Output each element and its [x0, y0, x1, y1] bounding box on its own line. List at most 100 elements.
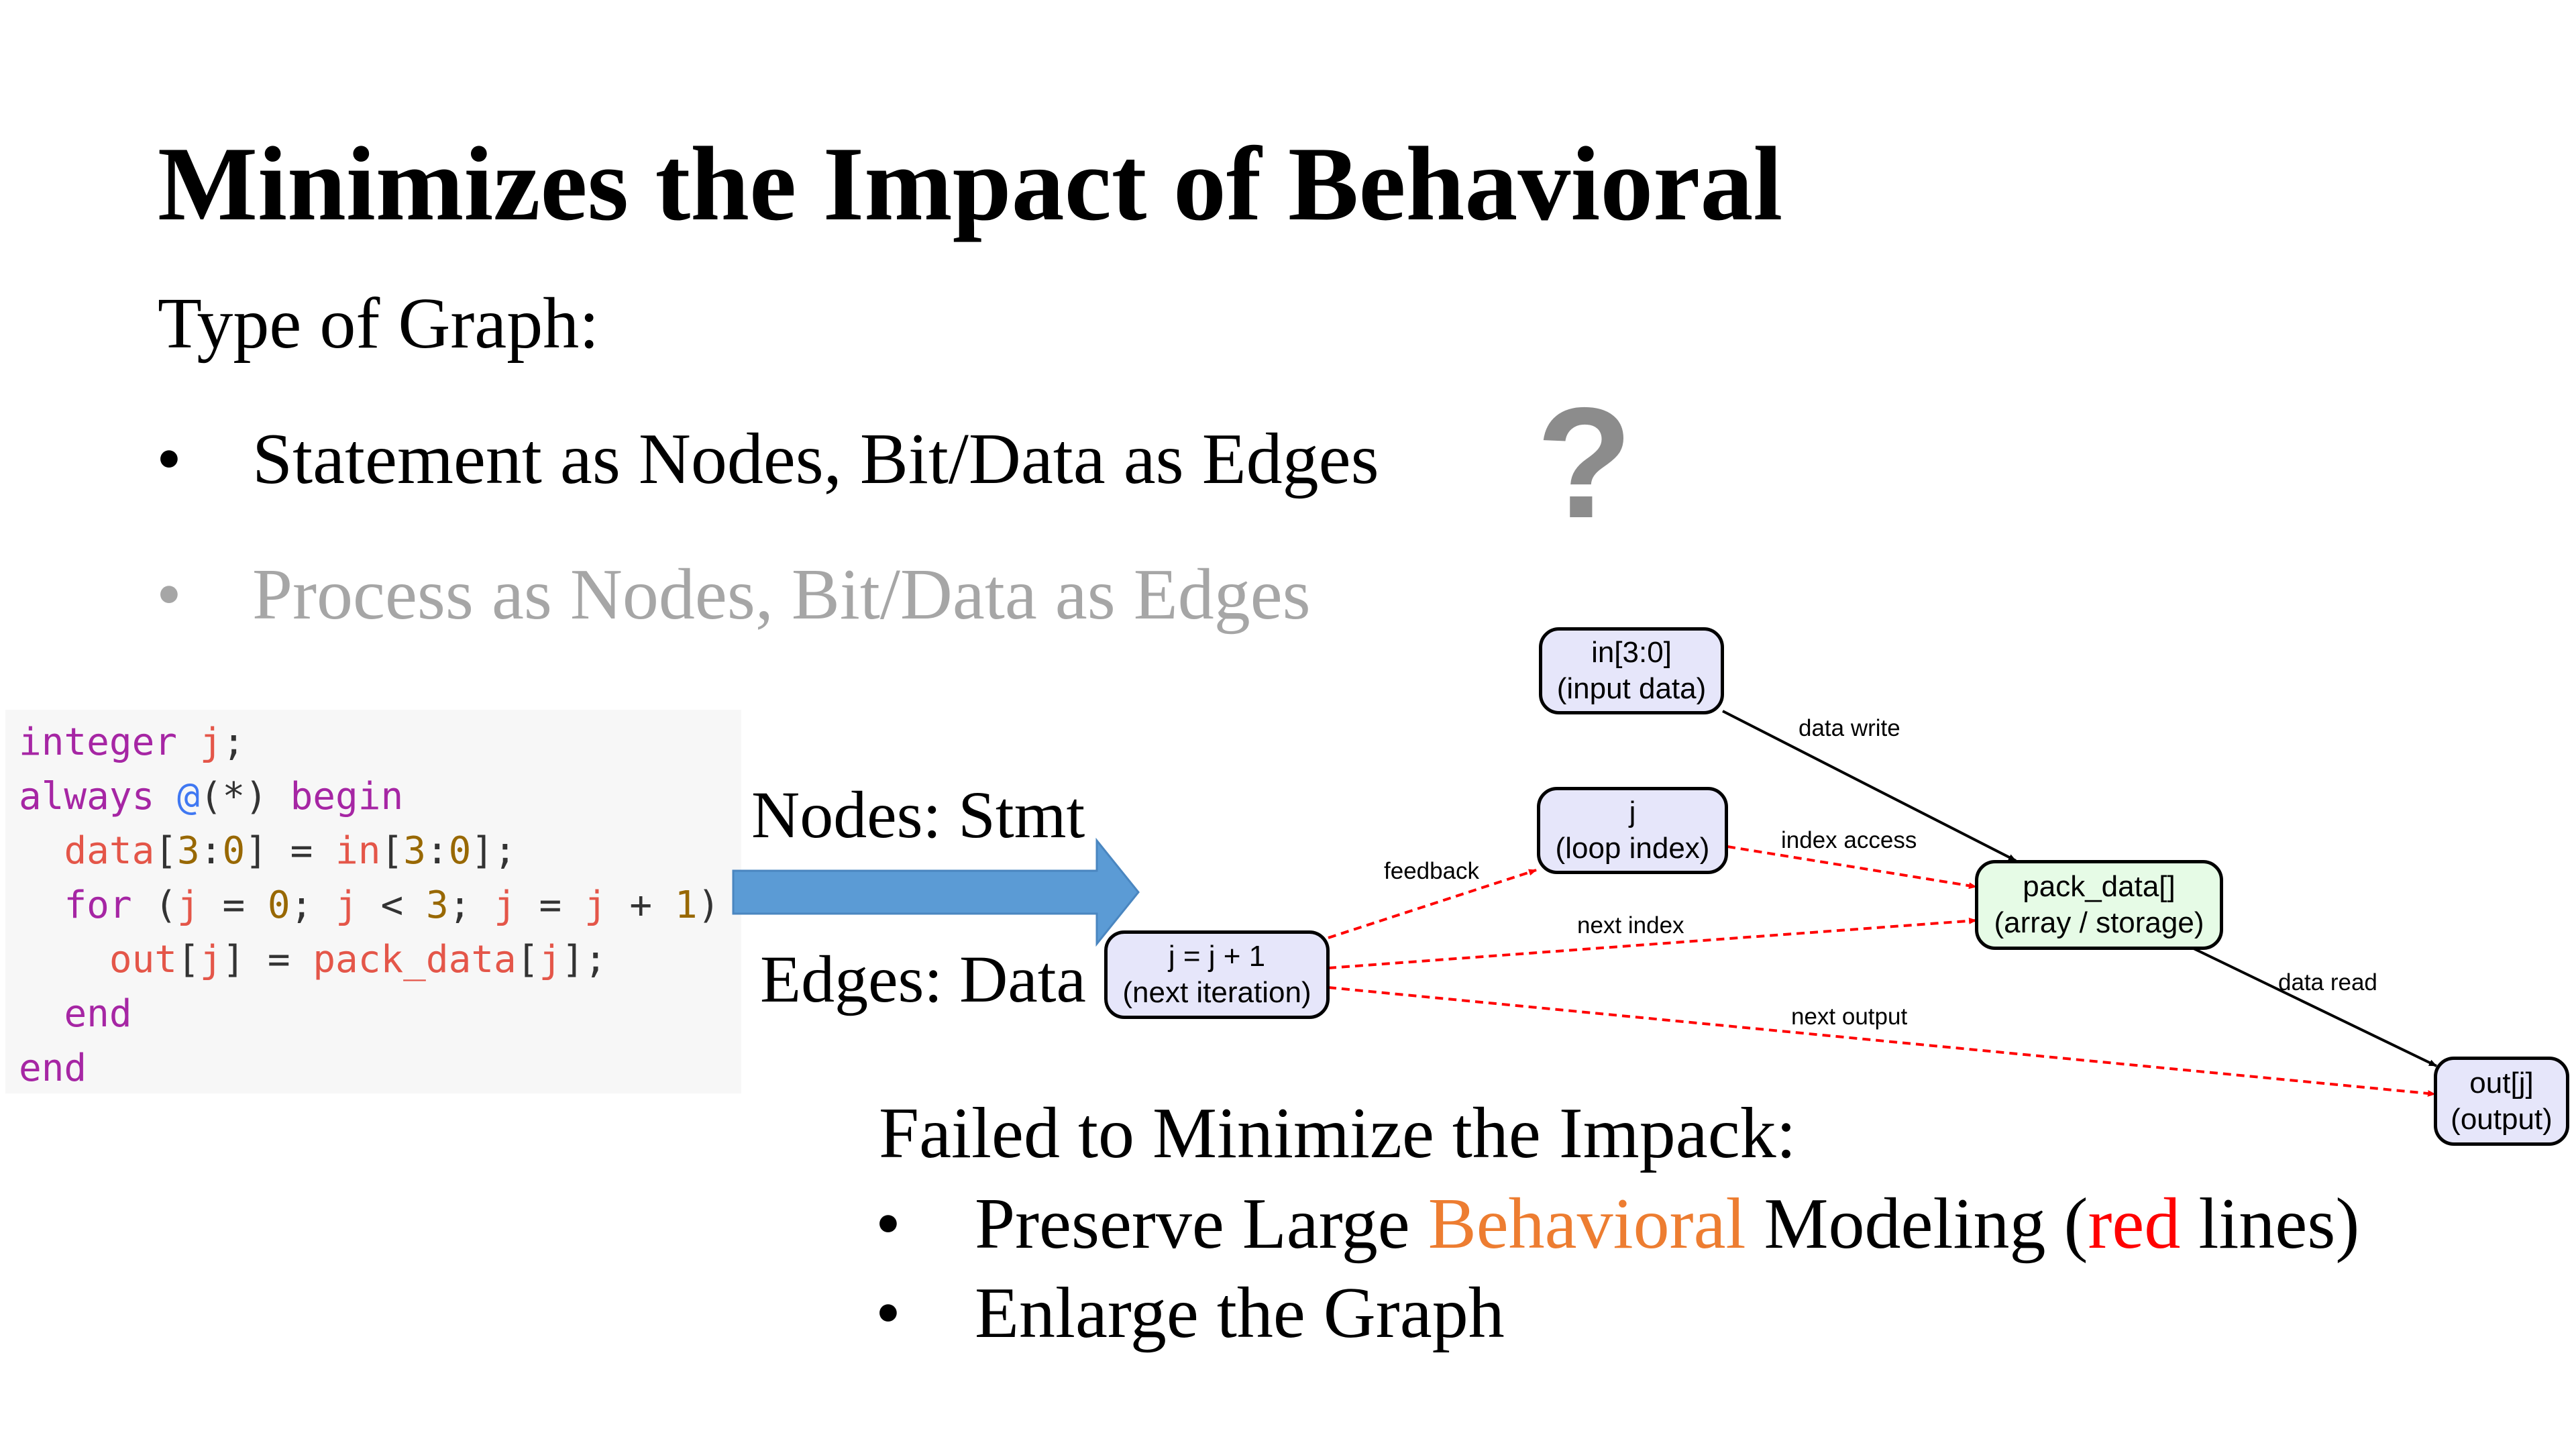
code-token: end [19, 1046, 87, 1090]
edge-data-write [1722, 710, 2017, 862]
text-segment: Modeling ( [1746, 1184, 2088, 1264]
slide-title: Minimizes the Impact of Behavioral [158, 125, 1783, 243]
bullet-text: Process as Nodes, Bit/Data as Edges [252, 555, 1311, 635]
code-token: j [199, 720, 223, 764]
code-token: @ [177, 775, 200, 818]
question-mark-icon: ? [1536, 374, 1633, 551]
code-token: ) [697, 883, 720, 927]
code-token: j [335, 883, 358, 927]
code-token: : [199, 829, 223, 873]
edge-label-next-index: next index [1577, 912, 1684, 938]
node-pack-desc: (array / storage) [1994, 906, 2204, 939]
graph-type-heading: Type of Graph: [158, 284, 600, 364]
code-token: [ [177, 938, 200, 981]
code-token: j [199, 938, 223, 981]
node-jinc-title: j = j + 1 [1168, 940, 1266, 973]
bullet-text: Enlarge the Graph [975, 1273, 1505, 1353]
code-token: pack_data [313, 938, 517, 981]
edge-label-next-output: next output [1791, 1004, 1908, 1030]
bullet-text: Preserve Large Behavioral Modeling (red … [975, 1181, 2359, 1268]
edges-mapping-label: Edges: Data [760, 942, 1086, 1016]
edge-label-data-read: data read [2278, 969, 2377, 996]
bullet-marker: • [156, 419, 182, 499]
code-token: 3 [403, 829, 426, 873]
code-token: in [335, 829, 381, 873]
code-token: [ [154, 829, 178, 873]
node-jinc-desc: (next iteration) [1122, 976, 1311, 1009]
node-j-loop-index: j (loop index) [1537, 787, 1728, 874]
node-in-title: in[3:0] [1591, 636, 1672, 669]
code-token: ; [290, 883, 336, 927]
node-j-title: j [1629, 796, 1636, 828]
bullet-marker: • [156, 555, 182, 635]
node-j-increment: j = j + 1 (next iteration) [1104, 930, 1330, 1019]
edge-label-index-access: index access [1781, 827, 1917, 853]
code-token: + [606, 883, 675, 927]
node-j-desc: (loop index) [1555, 832, 1710, 865]
code-token: ] = [222, 938, 313, 981]
edge-index-access [1727, 845, 1977, 890]
node-out-title: out[j] [2469, 1066, 2534, 1099]
node-in-input-data: in[3:0] (input data) [1539, 627, 1724, 714]
code-token: ( [131, 883, 178, 927]
code-token: out [109, 938, 178, 981]
highlight-red: red [2088, 1184, 2181, 1264]
code-token: < [358, 883, 426, 927]
mapping-arrow-icon [732, 837, 1140, 947]
edge-next-output [1328, 986, 2436, 1097]
edge-label-feedback: feedback [1384, 858, 1480, 884]
code-token: j [539, 938, 562, 981]
code-token: ]; [561, 938, 607, 981]
edge-next-index [1328, 917, 1977, 969]
code-line: end [5, 1041, 741, 1095]
code-line: data[3:0] = in[3:0]; [5, 824, 741, 878]
conclusion-heading: Failed to Minimize the Impack: [879, 1093, 1796, 1173]
code-token: (*) [199, 775, 290, 818]
code-token: = [199, 883, 268, 927]
highlight-behavioral: Behavioral [1428, 1184, 1746, 1264]
code-token: [ [516, 938, 539, 981]
bullet-marker: • [875, 1184, 901, 1264]
code-token: integer [19, 720, 200, 764]
node-in-desc: (input data) [1556, 672, 1707, 705]
code-token: 1 [674, 883, 698, 927]
node-pack-title: pack_data[] [2023, 870, 2176, 903]
code-token: always [19, 775, 178, 818]
node-pack-data: pack_data[] (array / storage) [1975, 860, 2223, 950]
code-token: 0 [267, 883, 290, 927]
code-line: out[j] = pack_data[j]; [5, 932, 741, 987]
code-token: ]; [471, 829, 517, 873]
code-token: 0 [222, 829, 246, 873]
code-token: ] = [245, 829, 336, 873]
code-token: 3 [177, 829, 200, 873]
code-token: = [516, 883, 584, 927]
bullet-text: Statement as Nodes, Bit/Data as Edges [252, 419, 1379, 499]
code-token: for [64, 883, 132, 927]
text-segment: Preserve Large [975, 1184, 1428, 1264]
edge-feedback [1328, 869, 1537, 939]
code-line: always @(*) begin [5, 769, 741, 824]
code-token: ; [222, 720, 246, 764]
code-token: j [177, 883, 200, 927]
edge-label-data-write: data write [1799, 715, 1900, 741]
code-token: j [584, 883, 607, 927]
nodes-mapping-label: Nodes: Stmt [751, 777, 1085, 852]
code-token: 3 [425, 883, 449, 927]
code-token: [ [380, 829, 404, 873]
code-token: j [494, 883, 517, 927]
node-out-desc: (output) [2451, 1102, 2553, 1136]
bullet-marker: • [875, 1273, 901, 1353]
code-token: begin [290, 775, 404, 818]
code-token: data [64, 829, 155, 873]
verilog-code-block: integer j;always @(*) begin data[3:0] = … [5, 710, 741, 1093]
code-line: end [5, 987, 741, 1041]
text-segment: lines) [2180, 1184, 2360, 1264]
node-out-output: out[j] (output) [2434, 1057, 2569, 1146]
code-token: end [64, 992, 132, 1036]
code-line: for (j = 0; j < 3; j = j + 1) [5, 878, 741, 932]
code-line: integer j; [5, 715, 741, 769]
code-token: 0 [448, 829, 472, 873]
code-token: : [425, 829, 449, 873]
code-token: ; [448, 883, 494, 927]
